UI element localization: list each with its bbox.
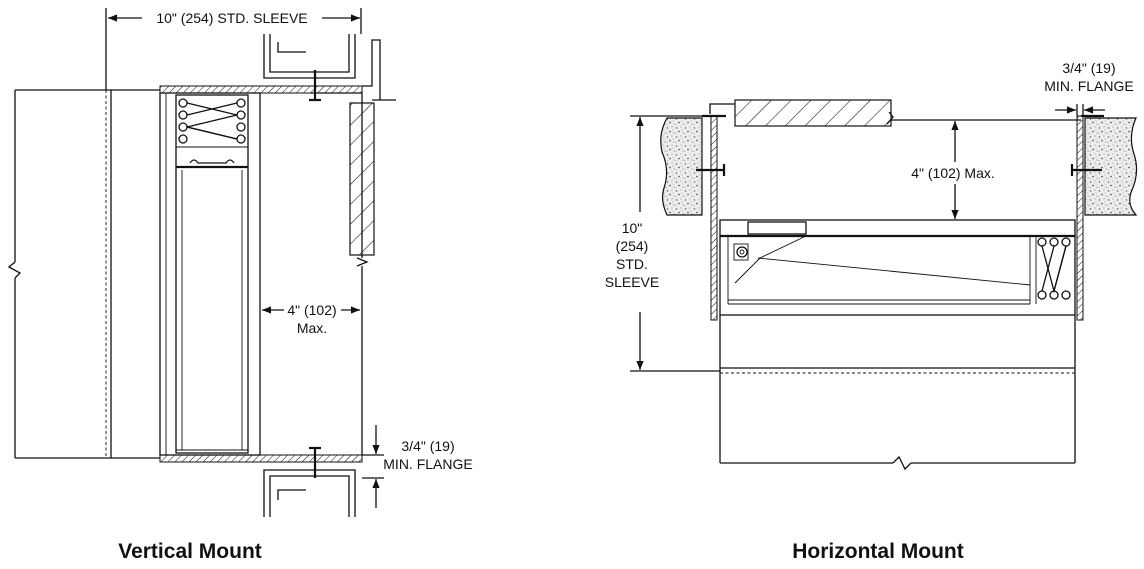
dim-sleeve-line1: 10" (622, 220, 643, 236)
dim-sleeve-line3: STD. (616, 256, 648, 272)
damper-frame (159, 92, 261, 456)
duct (7, 8, 160, 459)
sleeve-top (159, 85, 363, 94)
dim-flange-vertical: 3/4" (19) MIN. FLANGE (362, 425, 473, 508)
horizontal-mount-drawing: 10" (254) STD. SLEEVE 4" (102) Max. 3/4"… (605, 60, 1138, 563)
anchor-bolts (696, 164, 1102, 176)
dim-sleeve-vertical: 10" (254) STD. SLEEVE (108, 8, 362, 34)
closure-spring (176, 98, 248, 148)
dim-sleeve-label: 10" (254) STD. SLEEVE (156, 10, 307, 26)
dim-max-vertical: 4" (102) Max. (262, 302, 360, 336)
wall-above (734, 99, 892, 127)
dim-flange-h-line1: 3/4" (19) (1062, 60, 1115, 76)
dim-max-line2: Max. (297, 320, 327, 336)
sleeve-bottom (159, 454, 363, 463)
closure-spring-horizontal (1035, 236, 1071, 304)
dim-sleeve-line2: (254) (616, 238, 649, 254)
dim-flange-horizontal: 3/4" (19) MIN. FLANGE (1044, 60, 1134, 116)
damper-frame-horizontal (719, 219, 1076, 316)
dim-max-line1: 4" (102) (287, 302, 336, 318)
concrete-left (660, 117, 703, 216)
dim-flange-line2: MIN. FLANGE (383, 456, 472, 472)
vertical-mount-caption: Vertical Mount (118, 540, 262, 563)
dim-sleeve-horizontal: 10" (254) STD. SLEEVE (605, 115, 720, 372)
dim-flange-h-line2: MIN. FLANGE (1044, 78, 1133, 94)
concrete-right (1084, 117, 1138, 216)
mounting-angle-top (263, 34, 356, 102)
dim-sleeve-line4: SLEEVE (605, 274, 659, 290)
horizontal-mount-caption: Horizontal Mount (792, 540, 963, 563)
dim-max-horizontal: 4" (102) Max. (911, 121, 995, 219)
dim-flange-line1: 3/4" (19) (401, 438, 454, 454)
vertical-mount-drawing: 10" (254) STD. SLEEVE 4" (102) Max. 3/4"… (7, 8, 473, 563)
mounting-angle-bottom (263, 446, 356, 517)
duct-horizontal (719, 315, 1076, 471)
sleeve-sides (710, 115, 1084, 321)
wall-section (349, 102, 375, 256)
dim-max-label: 4" (102) Max. (911, 165, 995, 181)
